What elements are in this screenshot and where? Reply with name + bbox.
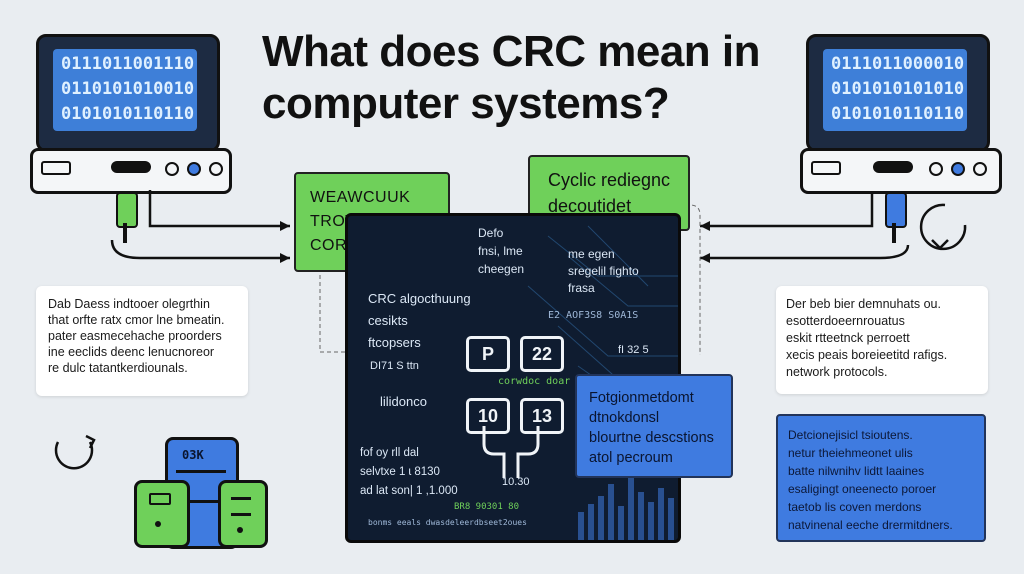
panel-text: selvtxe 1 ɩ 8130 bbox=[360, 466, 440, 478]
blue-box-right: Detcionejisicl tsioutens. netur theiehme… bbox=[776, 414, 986, 542]
binary-line: 0101010101010 bbox=[831, 79, 965, 99]
text-line: re dulc tatantkerdiounals. bbox=[48, 361, 188, 375]
panel-bottom-left: fof oy rll dal selvtxe 1 ɩ 8130 ad lat s… bbox=[360, 444, 458, 501]
text-line: Fotgionmetdomt bbox=[589, 390, 694, 406]
right-monitor-screen: 0111011000010 0101010101010 0101010110110 bbox=[823, 49, 967, 131]
panel-text: cesikts bbox=[368, 313, 408, 328]
left-monitor: 0111011001110 0110101010010 0101010110110 bbox=[36, 34, 220, 152]
panel-text: fof oy rll dal bbox=[360, 447, 419, 459]
text-line: Detcionejisicl tsioutens. bbox=[788, 428, 913, 442]
text-line: taetob lis coven merdons bbox=[788, 500, 922, 514]
panel-lower-label: lilidonco bbox=[380, 394, 427, 409]
panel-text: ad lat son| 1 ,1.000 bbox=[360, 485, 458, 497]
right-monitor: 0111011000010 0101010101010 0101010110110 bbox=[806, 34, 990, 152]
text-line: batte nilwnihv lidtt laaines bbox=[788, 464, 925, 478]
binary-line: 0111011000010 bbox=[831, 54, 965, 74]
green-box-line: WEAWCUUK bbox=[310, 189, 411, 206]
panel-text: me egen bbox=[568, 247, 615, 261]
server-block-right bbox=[218, 480, 268, 548]
right-plug bbox=[885, 192, 907, 228]
white-box-left: Dab Daess indtooer olegrthin that orfte … bbox=[36, 286, 248, 396]
panel-text: ftcopsers bbox=[368, 335, 421, 350]
page-title: What does CRC mean in computer systems? bbox=[262, 27, 761, 128]
green-box-line: Cyclic rediegnc bbox=[548, 170, 671, 190]
text-line: eskit rtteetnck perroett bbox=[786, 331, 910, 345]
panel-mid-label: corwdoc doar bbox=[498, 376, 571, 387]
text-line: xecis peais boreieetitd rafigs. bbox=[786, 348, 948, 362]
panel-footer-a: BR8 90301 80 bbox=[454, 502, 520, 512]
panel-bottom-mid: 10.30 bbox=[502, 476, 530, 488]
panel-hash-label: E2 AOF3S8 S0A1S bbox=[548, 310, 639, 321]
server-label: 03K bbox=[182, 448, 204, 462]
left-device-base bbox=[30, 148, 232, 194]
server-block-left bbox=[134, 480, 190, 548]
panel-top-right: me egen sregelil fighto frasa bbox=[568, 246, 639, 297]
text-line: network protocols. bbox=[786, 365, 888, 379]
text-line: Dab Daess indtooer olegrthin bbox=[48, 297, 210, 311]
white-box-right: Der beb bier demnuhats ou. esotterdoeern… bbox=[776, 286, 988, 394]
panel-text: frasa bbox=[568, 281, 595, 295]
binary-line: 0101010110110 bbox=[831, 104, 965, 124]
chip-bracket bbox=[482, 426, 540, 478]
text-line: netur theiehmeonet ulis bbox=[788, 446, 913, 460]
panel-left-block: CRC algocthuung cesikts ftcopsers bbox=[368, 288, 471, 354]
left-plug bbox=[116, 192, 138, 228]
text-line: Der beb bier demnuhats ou. bbox=[786, 297, 941, 311]
crc-chip-a: P bbox=[466, 336, 510, 372]
text-line: esaligingt oneenecto poroer bbox=[788, 482, 937, 496]
panel-text: Defo bbox=[478, 226, 504, 240]
text-line: that orfte ratx cmor lne bmeatin. bbox=[48, 313, 225, 327]
text-line: ine eeclids deenc lenucnoreor bbox=[48, 345, 215, 359]
green-box-line: decoutidet bbox=[548, 196, 632, 216]
crc-chip-d: 13 bbox=[520, 398, 564, 434]
crc-chip-c: 10 bbox=[466, 398, 510, 434]
text-line: dtnokdonsl bbox=[589, 410, 660, 426]
panel-row-label: DI71 S ttn bbox=[370, 360, 419, 372]
blue-box-center: Fotgionmetdomt dtnokdonsl blourtne descs… bbox=[575, 374, 733, 478]
panel-text: CRC algocthuung bbox=[368, 291, 471, 306]
text-line: atol pecroum bbox=[589, 450, 673, 466]
panel-footer-b: bonms eeals dwasdeleerdbseet2oues bbox=[368, 518, 527, 527]
text-line: esotterdoeernrouatus bbox=[786, 314, 905, 328]
panel-text: cheegen bbox=[478, 262, 525, 276]
crc-chip-b: 22 bbox=[520, 336, 564, 372]
text-line: natvinenal eeche drermitdners. bbox=[788, 518, 953, 532]
crc-panel: Defo fnsi, lme cheegen me egen sregelil … bbox=[345, 213, 681, 543]
panel-top-label: Defo fnsi, lme cheegen bbox=[478, 224, 524, 278]
text-line: blourtne descstions bbox=[589, 430, 714, 446]
panel-right-code: fI 32 5 bbox=[618, 344, 649, 356]
binary-line: 0101010110110 bbox=[61, 104, 195, 124]
binary-line: 0110101010010 bbox=[61, 79, 195, 99]
text-line: pater easmecehache proorders bbox=[48, 329, 222, 343]
binary-line: 0111011001110 bbox=[61, 54, 195, 74]
panel-text: sregelil fighto bbox=[568, 264, 639, 278]
panel-text: fnsi, lme bbox=[478, 244, 523, 258]
left-monitor-screen: 0111011001110 0110101010010 0101010110110 bbox=[53, 49, 197, 131]
